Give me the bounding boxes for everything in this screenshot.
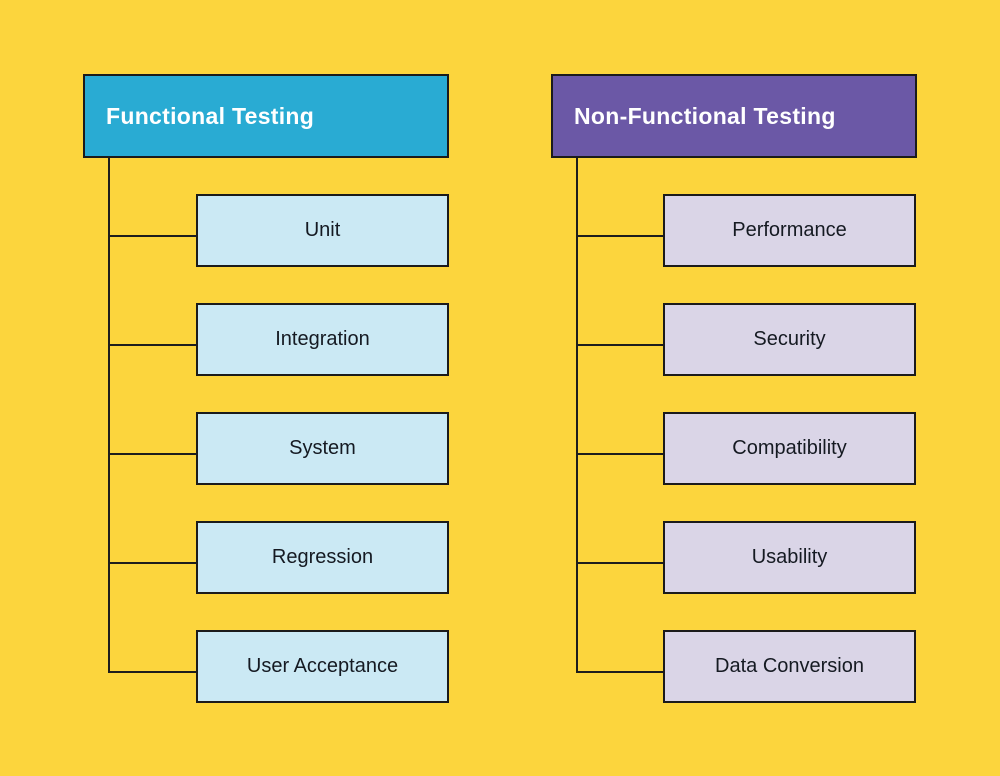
non-functional-tree-branch-connector [576, 235, 663, 237]
non-functional-testing-title: Non-Functional Testing [574, 102, 836, 129]
non-functional-tree-branch-connector [576, 453, 663, 455]
node-user-acceptance-label: User Acceptance [246, 655, 399, 677]
node-security: Security [663, 303, 916, 376]
functional-tree-branch-connector [108, 344, 196, 346]
non-functional-tree-branch-connector [576, 562, 663, 564]
functional-tree-branch-connector [108, 235, 196, 237]
node-security-label: Security [753, 328, 826, 350]
node-integration-label: Integration [275, 328, 370, 350]
node-regression-label: Regression [271, 546, 374, 568]
node-performance: Performance [663, 194, 916, 267]
node-compatibility: Compatibility [663, 412, 916, 485]
node-data-conversion: Data Conversion [663, 630, 916, 703]
non-functional-tree-branch-connector [576, 671, 663, 673]
node-performance-label: Performance [732, 219, 847, 241]
node-usability-label: Usability [751, 546, 828, 568]
non-functional-testing-header: Non-Functional Testing [551, 74, 917, 158]
functional-tree-branch-connector [108, 453, 196, 455]
node-user-acceptance: User Acceptance [196, 630, 449, 703]
node-regression: Regression [196, 521, 449, 594]
node-system: System [196, 412, 449, 485]
node-unit: Unit [196, 194, 449, 267]
functional-testing-header: Functional Testing [83, 74, 449, 158]
node-system-label: System [289, 437, 356, 459]
node-compatibility-label: Compatibility [732, 437, 847, 459]
functional-tree-branch-connector [108, 671, 196, 673]
functional-tree-vertical-connector [108, 158, 110, 672]
node-unit-label: Unit [304, 219, 341, 241]
node-usability: Usability [663, 521, 916, 594]
node-data-conversion-label: Data Conversion [715, 655, 864, 677]
node-integration: Integration [196, 303, 449, 376]
non-functional-tree-vertical-connector [576, 158, 578, 672]
functional-testing-title: Functional Testing [106, 102, 315, 129]
non-functional-tree-branch-connector [576, 344, 663, 346]
functional-tree-branch-connector [108, 562, 196, 564]
